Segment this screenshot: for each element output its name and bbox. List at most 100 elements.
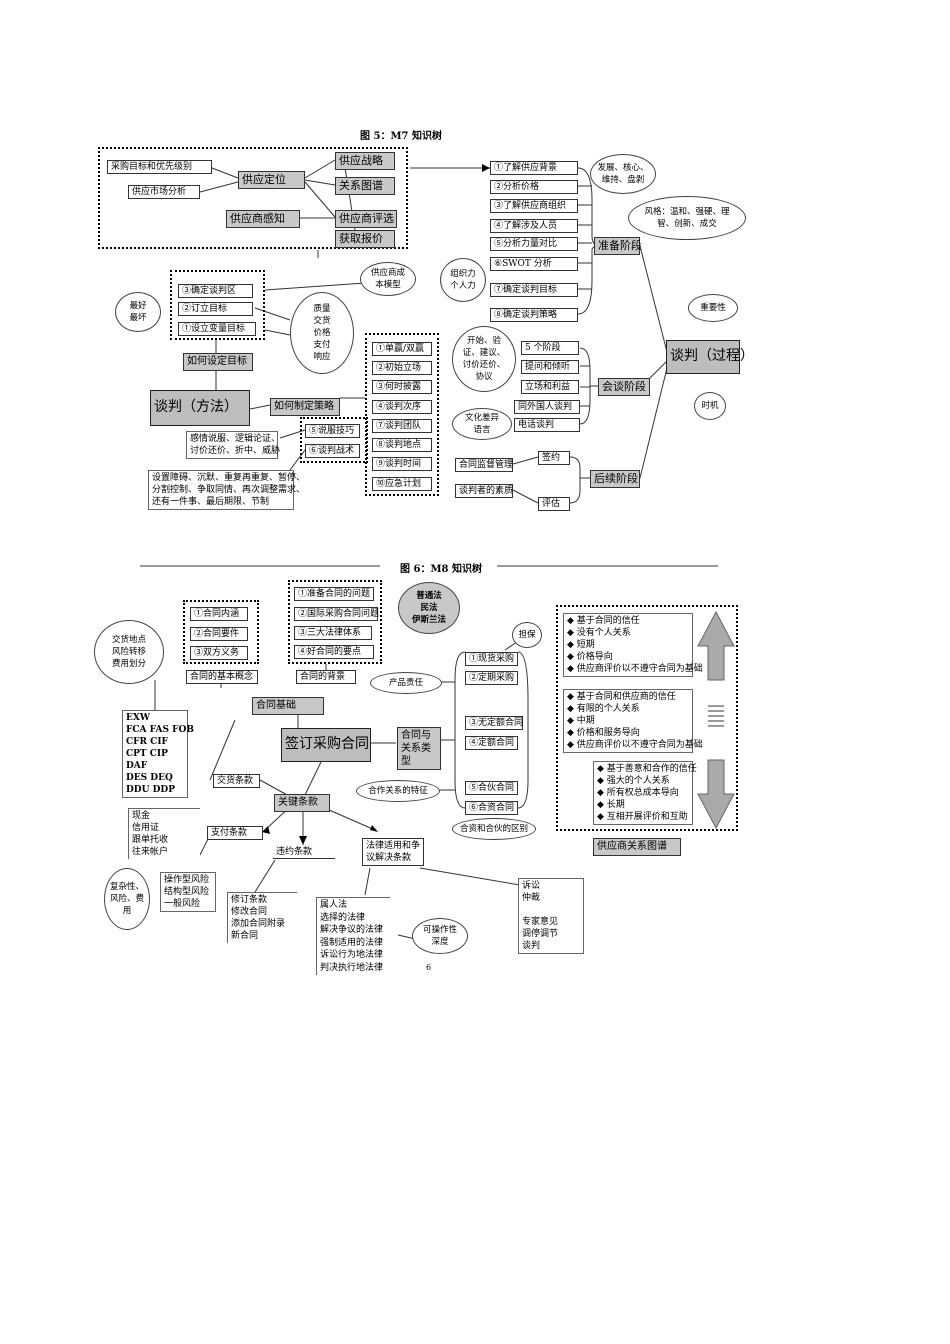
background-label: 合同的背景 [296, 670, 356, 684]
perception-box: 供应商感知 [226, 210, 300, 228]
meeting-item: 5 个阶段 [521, 341, 579, 355]
bubble-partner: 合作关系的特征 [356, 780, 440, 802]
positioning-box: 供应定位 [238, 171, 305, 189]
amend-list: 修订条款 修改合同 添加合同附录 新合同 [227, 892, 297, 943]
strategy-item: ⑧谈判地点 [372, 438, 432, 452]
background-item: ②国际采购合同问题 [294, 607, 379, 621]
contract-types-box: 合同与 关系类 型 [397, 727, 441, 770]
bubble-complex: 复杂性、 风险、费 用 [104, 868, 150, 930]
breach-clause-box: 违约条款 [273, 846, 335, 859]
fig5-title: 图 5：M7 知识树 [360, 131, 442, 142]
bubble-open: 开始、验 证、建议、 讨价还价、 协议 [452, 326, 516, 392]
fig6-title: 图 6：M8 知识树 [400, 564, 482, 575]
key-clause-box: 关键条款 [274, 794, 330, 812]
skill-item: ⑤说服技巧 [305, 424, 360, 438]
bubble-cost: 供应商成 本模型 [360, 262, 416, 296]
meeting-item: 电话谈判 [514, 418, 580, 432]
strategy-item: ⑨谈判时间 [372, 457, 432, 471]
strategy-item: ⑩应急计划 [372, 477, 432, 491]
partner-diff: 合资和合伙的区别 [452, 818, 536, 840]
incoterms-list: EXW FCA FAS FOB CFR CIF CPT CIP DAF DES … [122, 710, 194, 798]
target-item: ③确定谈判区 [178, 284, 253, 298]
persuasion-box: 感情说服、逻辑论证、 讨价还价、折中、威胁 [186, 431, 280, 459]
bubble-culture: 文化差异 语言 [452, 408, 512, 440]
concept-item: ①合同内涵 [190, 607, 248, 621]
follow-item: 签约 [538, 451, 570, 465]
dispute-list: 诉讼 仲裁 专家意见 调停调节 谈判 [518, 878, 584, 954]
meeting-stage-box: 会谈阶段 [598, 378, 650, 396]
left-top-group [98, 147, 408, 249]
bubble-guarantee: 担保 [512, 622, 542, 648]
tactics-box: 设置障碍、沉默、重复再重复、暂停、 分割控制、争取同情、再次调整需求、 还有一件… [148, 470, 305, 510]
relation-map-label: 供应商关系图谱 [593, 838, 681, 856]
sign-contract-box: 签订采购合同 [281, 728, 371, 762]
page-number: 6 [426, 963, 432, 972]
contract-manage-box: 合同监督管理 [455, 458, 513, 472]
prep-item: ①了解供应背景 [490, 161, 578, 175]
concept-item: ③双方义务 [190, 646, 248, 660]
delivery-clause-box: 交货条款 [213, 774, 260, 788]
follow-item: 评估 [538, 497, 570, 511]
meeting-item: 同外国人谈判 [514, 400, 580, 414]
law-clause-box: 法律适用和争 议解决条款 [362, 838, 424, 866]
market-analysis-box: 供应市场分析 [128, 185, 200, 199]
prep-item: ⑧确定谈判策略 [490, 308, 578, 322]
follow-stage-box: 后续阶段 [590, 470, 640, 488]
how-strategy-box: 如何制定策略 [270, 398, 340, 416]
prep-stage-box: 准备阶段 [594, 237, 642, 255]
negotiator-quality-box: 谈判者的素质 [455, 484, 513, 498]
method-box: 谈判（方法） [150, 390, 250, 426]
prep-item: ⑤分析力量对比 [490, 237, 578, 251]
target-item: ②订立目标 [178, 302, 253, 316]
supply-strategy-box: 供应战略 [335, 152, 395, 170]
risk-list: 操作型风险 结构型风险 一般风险 [160, 872, 216, 912]
type-item: ⑤合伙合同 [465, 781, 518, 795]
strategy-group [365, 333, 439, 496]
type-item: ⑥合资合同 [465, 801, 518, 815]
prep-item: ⑦确定谈判目标 [490, 283, 578, 297]
process-box: 谈判（过程） [666, 340, 754, 374]
bubble-org: 组织力 个人力 [440, 258, 486, 302]
type-item: ①现货采购 [465, 652, 518, 666]
target-item: ①设立变量目标 [178, 322, 256, 336]
payment-list: 现金 信用证 跟单托收 往来帐户 [128, 808, 200, 859]
relation-box-2: ◆ 基于合同和供应商的信任 ◆ 有限的个人关系 ◆ 中期 ◆ 价格和服务导向 ◆… [563, 689, 703, 753]
supplier-eval-box: 供应商评选 [335, 210, 397, 228]
background-item: ③三大法律体系 [294, 626, 372, 640]
strategy-item: ⑦谈判团队 [372, 419, 432, 433]
relation-map-box: 关系图谱 [335, 177, 395, 195]
bubble-law: 普通法 民法 伊斯兰法 [398, 582, 460, 634]
prep-item: ⑥SWOT 分析 [490, 257, 578, 271]
bubble-timing: 时机 [694, 392, 726, 420]
bubble-best: 最好 最坏 [115, 292, 161, 332]
relation-box-3: ◆ 基于善意和合作的信任 ◆ 强大的个人关系 ◆ 所有权总成本导向 ◆ 长期 ◆… [593, 761, 697, 825]
bubble-style: 风格：温和、强硬、理 智、创新、成交 [628, 196, 746, 240]
how-target-box: 如何设定目标 [183, 353, 253, 371]
bubble-importance: 重要性 [688, 294, 738, 322]
concept-group [183, 600, 259, 664]
type-item: ④定额合同 [465, 736, 518, 750]
bubble-quality: 质量 交货 价格 支付 响应 [290, 292, 354, 374]
skill-item: ⑥谈判战术 [305, 444, 360, 458]
law-list: 属人法 选择的法律 解决争议的法律 强制适用的法律 诉讼行为地法律 判决执行地法… [316, 897, 390, 975]
skill-group [300, 417, 368, 463]
meeting-item: 立场和利益 [521, 380, 579, 394]
strategy-item: ④谈判次序 [372, 400, 432, 414]
relation-group [556, 605, 738, 831]
payment-clause-box: 支付条款 [207, 826, 263, 840]
type-item: ③无定额合同 [465, 716, 523, 730]
strategy-item: ①单赢/双赢 [372, 342, 432, 356]
prep-item: ③了解供应商组织 [490, 199, 578, 213]
bubble-operable: 可操作性 深度 [412, 918, 468, 954]
get-quote-box: 获取报价 [335, 230, 395, 248]
concept-item: ②合同要件 [190, 627, 248, 641]
contract-basis-box: 合同基础 [252, 697, 324, 715]
target-group [170, 270, 265, 340]
prep-item: ②分析价格 [490, 180, 578, 194]
bubble-product: 产品责任 [370, 672, 442, 694]
background-item: ④好合同的要点 [294, 645, 374, 659]
strategy-item: ②初始立场 [372, 361, 432, 375]
meeting-item: 提问和倾听 [521, 360, 579, 374]
background-item: ①准备合同的问题 [294, 587, 374, 601]
